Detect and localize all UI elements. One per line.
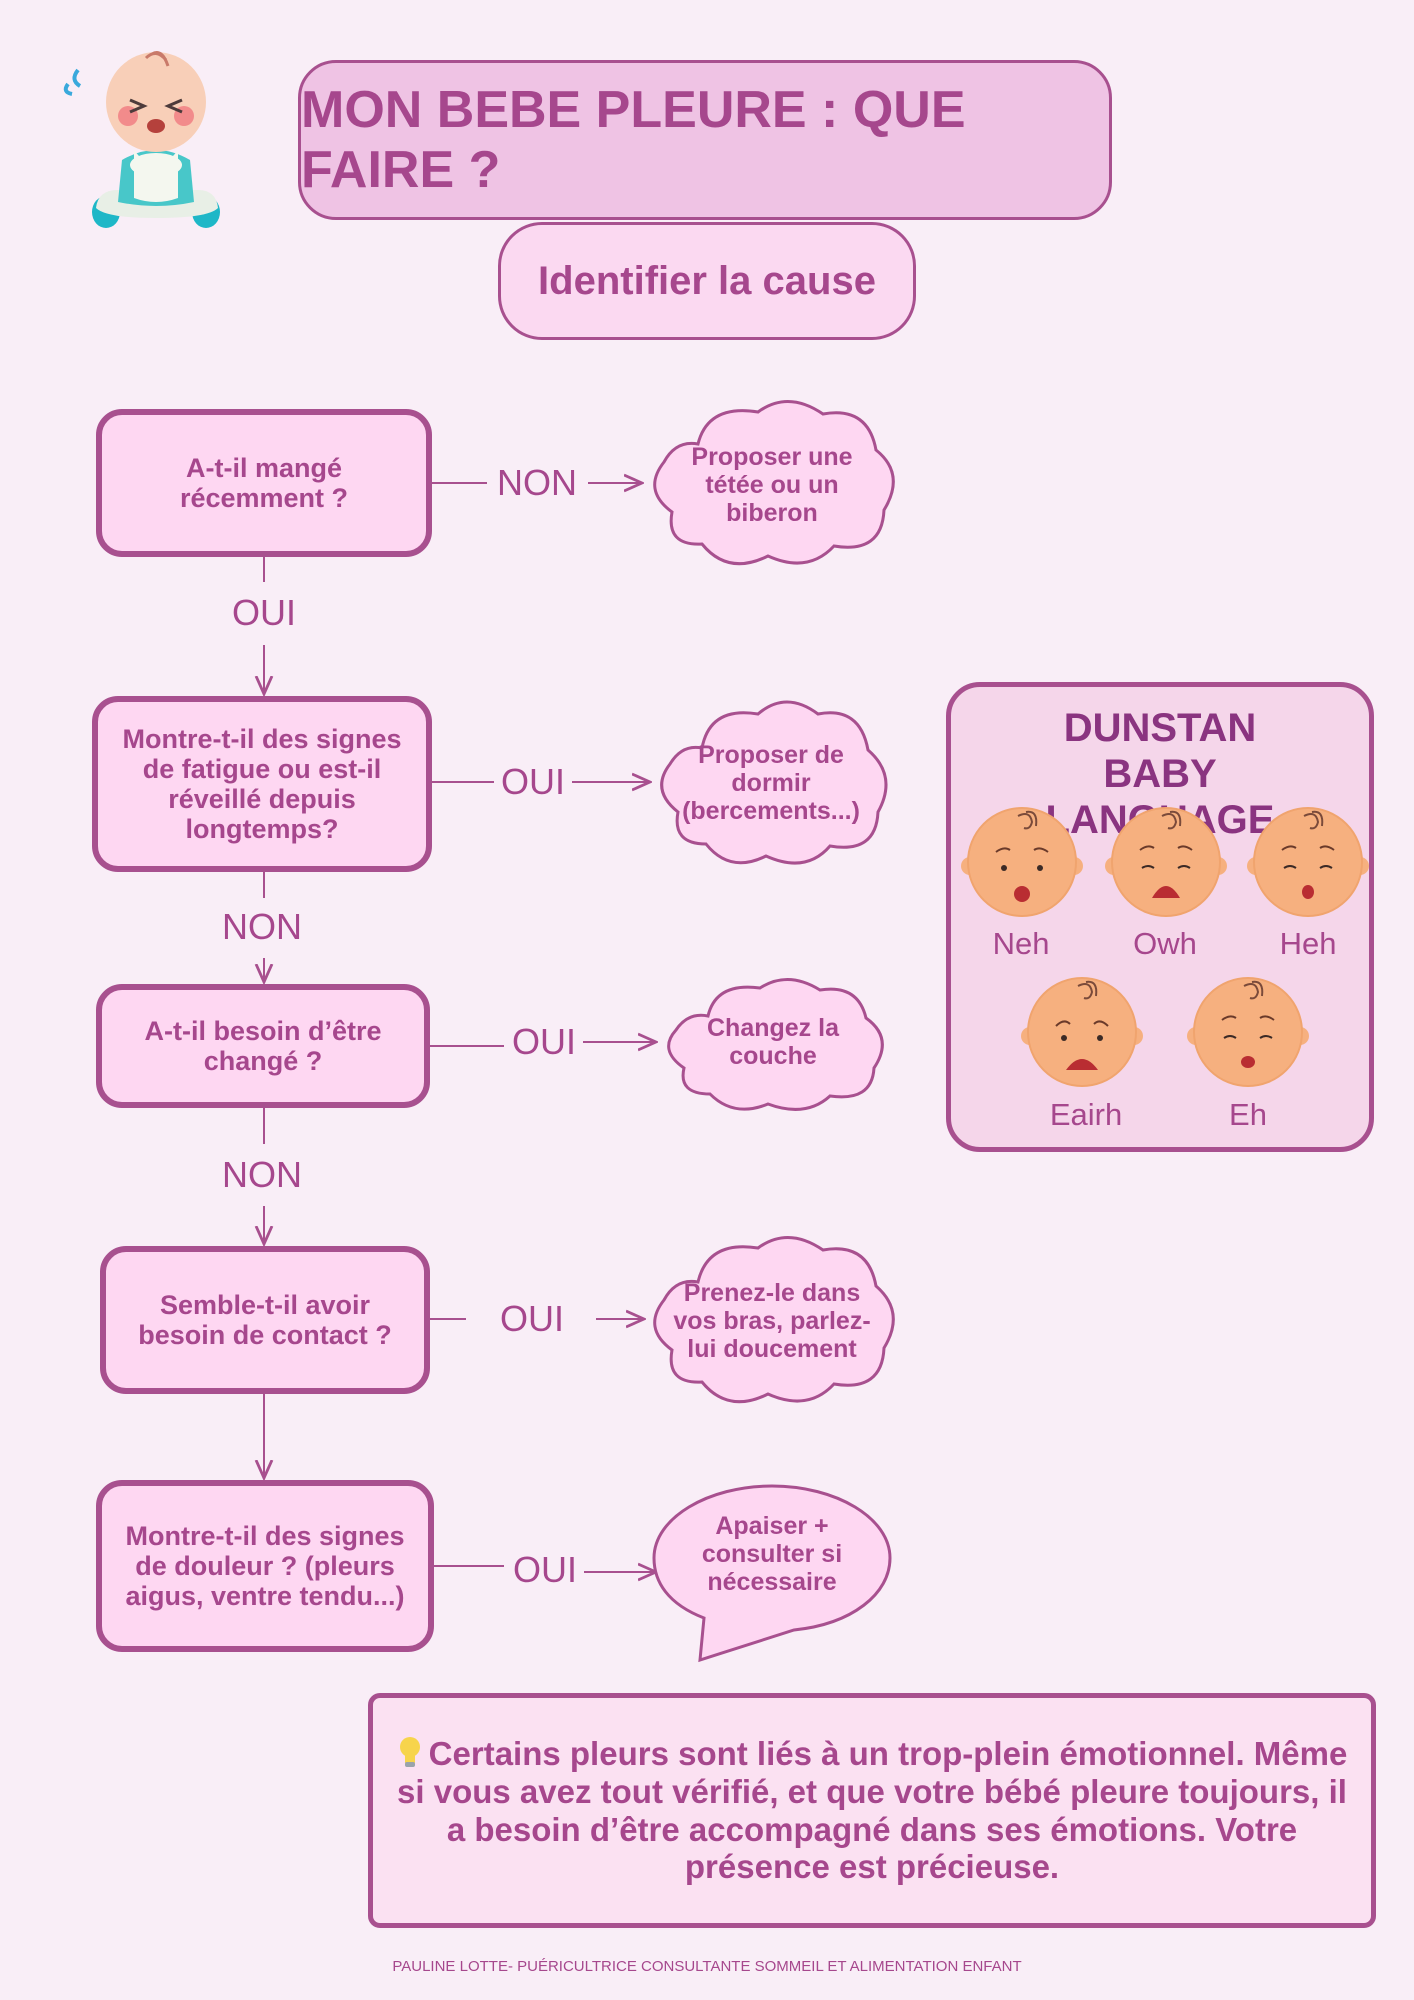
dunstan-panel: DUNSTAN BABY LANGUAGE [946, 682, 1374, 1152]
page-subtitle: Identifier la cause [498, 222, 916, 340]
answer-text: Apaiser + consulter si nécessaire [701, 1512, 843, 1596]
baby-face-icon [961, 807, 1083, 917]
branch-label: NON [497, 462, 577, 503]
answer-text: Proposer de dormir (bercements...) [682, 741, 860, 825]
question-box: A-t-il mangé récemment ? [96, 409, 432, 557]
branch-label: OUI [500, 1298, 565, 1339]
answer-cloud [660, 700, 888, 865]
baby-label: Eh [1229, 1097, 1267, 1132]
question-box: Montre-t-il des signes de fatigue ou est… [92, 696, 432, 872]
baby-face-icon [1021, 977, 1143, 1087]
baby-face-icon [1105, 807, 1227, 917]
note-text: Certains pleurs sont liés à un trop-plei… [397, 1734, 1348, 1886]
lightbulb-icon [399, 1736, 420, 1767]
answer-text: Prenez-le dans vos bras, parlez-lui douc… [673, 1279, 871, 1363]
answer-cloud [653, 400, 895, 566]
branch-label: OUI [513, 1549, 578, 1590]
baby-label: Eairh [1049, 1097, 1123, 1132]
branch-label: OUI [512, 1021, 577, 1062]
answer-text: Proposer une tétée ou un biberon [691, 443, 853, 527]
down-label: NON [222, 906, 302, 947]
baby-label: Owh [1133, 926, 1197, 961]
question-box: A-t-il besoin d’être changé ? [96, 984, 430, 1108]
crying-baby-icon [63, 51, 220, 228]
footer-credit: PAULINE LOTTE- PUÉRICULTRICE CONSULTANTE… [392, 1958, 1022, 1975]
baby-label: Neh [992, 926, 1050, 961]
down-label: OUI [232, 592, 297, 633]
baby-label: Heh [1279, 926, 1337, 961]
answer-cloud [667, 978, 884, 1111]
question-box: Semble-t-il avoir besoin de contact ? [100, 1246, 430, 1394]
down-label: NON [222, 1154, 302, 1195]
answer-cloud [653, 1236, 895, 1404]
page-title: MON BEBE PLEURE : QUE FAIRE ? [298, 60, 1112, 220]
branch-label: OUI [501, 761, 566, 802]
note-box: Certains pleurs sont liés à un trop-plei… [368, 1693, 1376, 1928]
answer-speech-bubble [652, 1484, 892, 1663]
baby-face-icon [1247, 807, 1369, 917]
answer-text: Changez la couche [707, 1014, 839, 1070]
question-box: Montre-t-il des signes de douleur ? (ple… [96, 1480, 434, 1652]
baby-face-icon [1187, 977, 1309, 1087]
